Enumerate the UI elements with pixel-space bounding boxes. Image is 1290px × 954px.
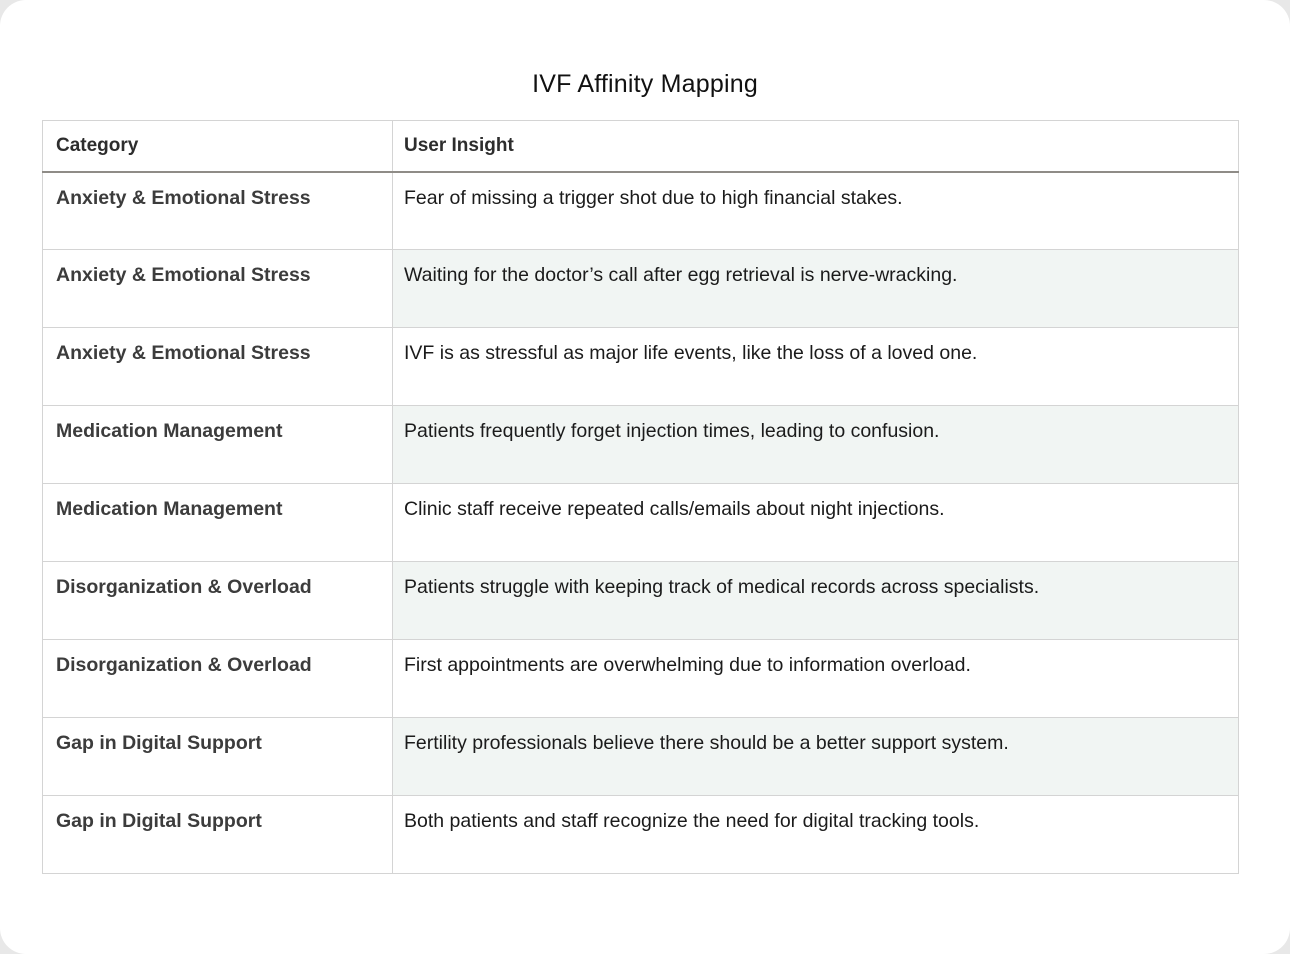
insight-cell: IVF is as stressful as major life events… (392, 327, 1239, 406)
insight-cell: Fertility professionals believe there sh… (392, 717, 1239, 796)
category-cell: Anxiety & Emotional Stress (42, 327, 393, 406)
header-row: Category User Insight (42, 120, 1239, 173)
table-row: Gap in Digital Support Fertility profess… (42, 717, 1239, 796)
insight-cell: Patients frequently forget injection tim… (392, 405, 1239, 484)
insight-cell: Fear of missing a trigger shot due to hi… (392, 171, 1239, 250)
table-row: Gap in Digital Support Both patients and… (42, 795, 1239, 874)
insight-cell: Waiting for the doctor’s call after egg … (392, 249, 1239, 328)
column-header-user-insight: User Insight (392, 120, 1239, 173)
insight-cell: Both patients and staff recognize the ne… (392, 795, 1239, 874)
table-row: Disorganization & Overload Patients stru… (42, 561, 1239, 640)
table-row: Medication Management Clinic staff recei… (42, 483, 1239, 562)
table-body: Anxiety & Emotional Stress Fear of missi… (42, 171, 1239, 874)
table-row: Anxiety & Emotional Stress IVF is as str… (42, 327, 1239, 406)
table-header: Category User Insight (42, 120, 1239, 173)
category-cell: Disorganization & Overload (42, 561, 393, 640)
page-title: IVF Affinity Mapping (532, 70, 758, 98)
category-cell: Anxiety & Emotional Stress (42, 171, 393, 250)
affinity-mapping-table: Category User Insight Anxiety & Emotiona… (42, 120, 1239, 874)
category-cell: Gap in Digital Support (42, 717, 393, 796)
table-row: Medication Management Patients frequentl… (42, 405, 1239, 484)
column-header-category: Category (42, 120, 393, 173)
table-row: Anxiety & Emotional Stress Fear of missi… (42, 171, 1239, 250)
table-row: Anxiety & Emotional Stress Waiting for t… (42, 249, 1239, 328)
insight-cell: Patients struggle with keeping track of … (392, 561, 1239, 640)
insight-cell: Clinic staff receive repeated calls/emai… (392, 483, 1239, 562)
category-cell: Gap in Digital Support (42, 795, 393, 874)
category-cell: Medication Management (42, 405, 393, 484)
category-cell: Medication Management (42, 483, 393, 562)
table-row: Disorganization & Overload First appoint… (42, 639, 1239, 718)
category-cell: Anxiety & Emotional Stress (42, 249, 393, 328)
category-cell: Disorganization & Overload (42, 639, 393, 718)
insight-cell: First appointments are overwhelming due … (392, 639, 1239, 718)
